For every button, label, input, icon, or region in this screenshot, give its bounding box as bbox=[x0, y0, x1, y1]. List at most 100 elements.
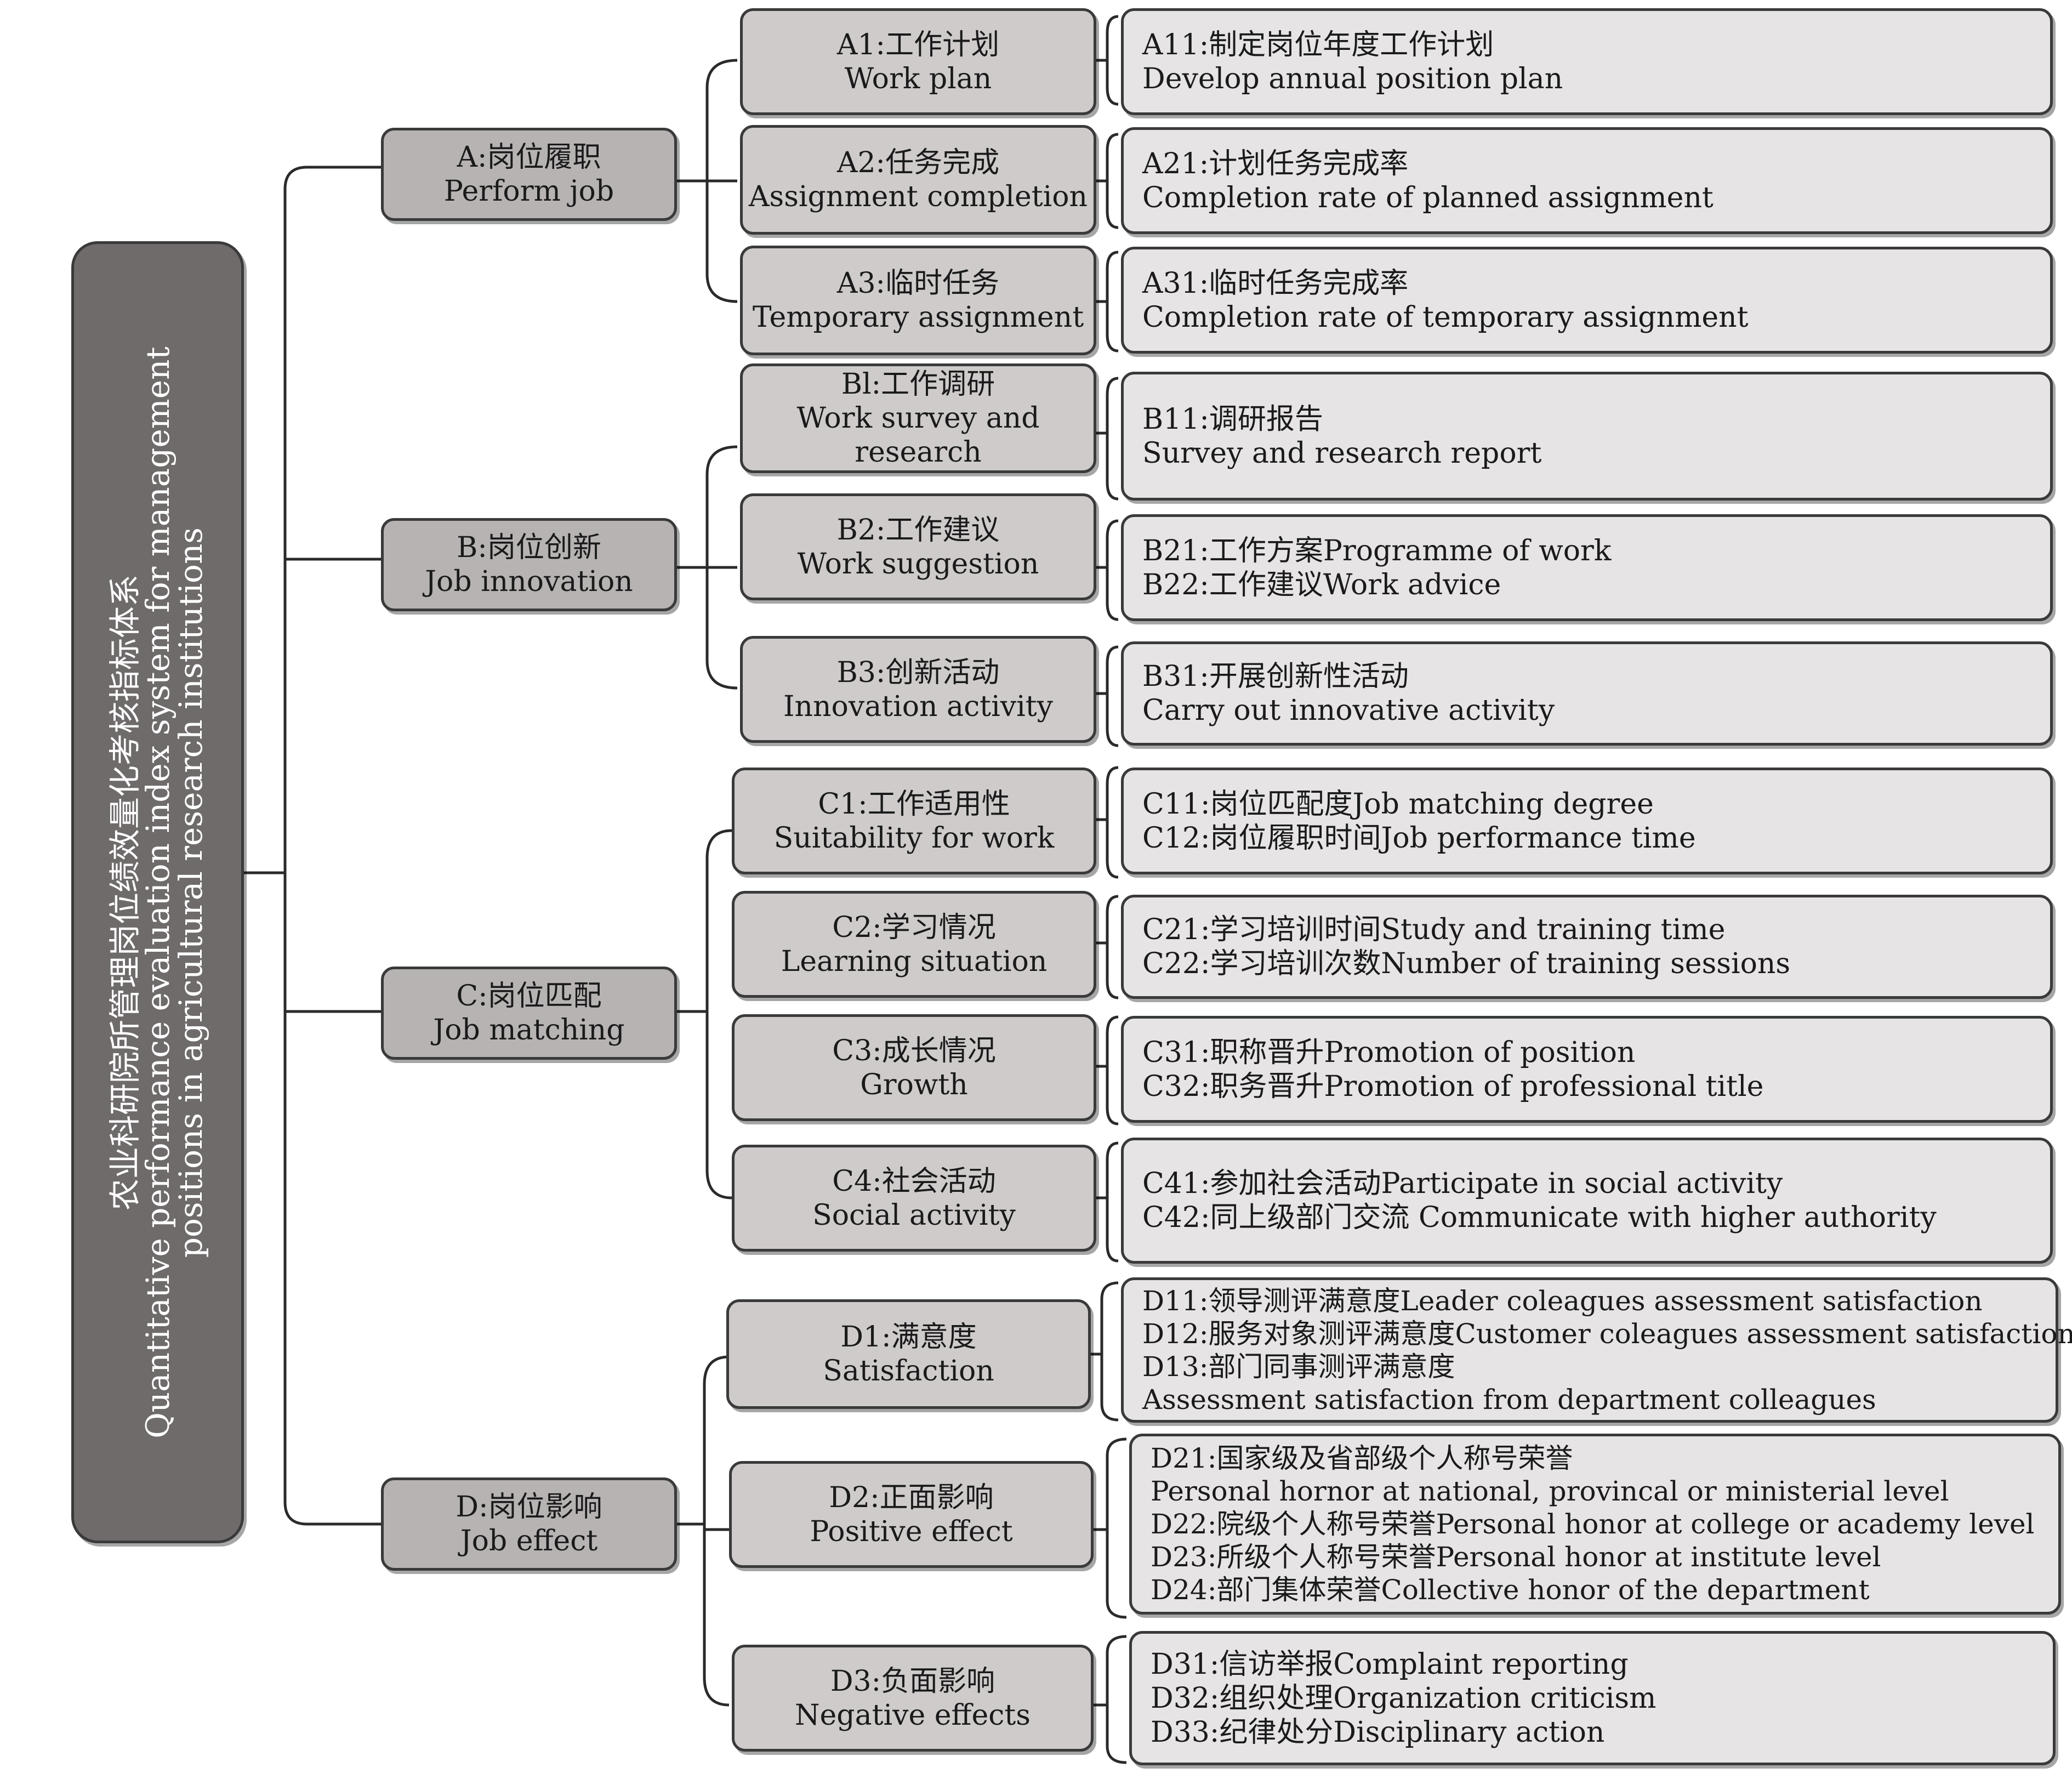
node-a: A:岗位履职 Perform job bbox=[381, 128, 677, 221]
leaf-c41-line: C41:参加社会活动Participate in social activity bbox=[1142, 1167, 1783, 1200]
node-d3: D3:负面影响 Negative effects bbox=[732, 1645, 1094, 1752]
node-d3-en: Negative effects bbox=[795, 1698, 1031, 1732]
node-c3-en: Growth bbox=[860, 1068, 968, 1101]
leaf-b21-b22: B21:工作方案Programme of work B22:工作建议Work a… bbox=[1121, 514, 2053, 621]
leaf-c31-line: C31:职称晋升Promotion of position bbox=[1142, 1036, 1636, 1069]
leaf-c41-c42: C41:参加社会活动Participate in social activity… bbox=[1121, 1138, 2053, 1264]
leaf-d11-d13: D11:领导测评满意度Leader coleagues assessment s… bbox=[1121, 1277, 2072, 1423]
node-c4: C4:社会活动 Social activity bbox=[732, 1145, 1096, 1252]
leaf-c11-c12: C11:岗位匹配度Job matching degree C12:岗位履职时间J… bbox=[1121, 768, 2053, 874]
node-b3-en: Innovation activity bbox=[783, 690, 1053, 723]
leaf-d22-line: D22:院级个人称号荣誉Personal honor at college or… bbox=[1151, 1508, 2035, 1540]
node-b-en: Job innovation bbox=[425, 565, 633, 598]
node-a1-cn: A1:工作计划 bbox=[836, 28, 1000, 61]
leaf-c11-line: C11:岗位匹配度Job matching degree bbox=[1142, 787, 1654, 821]
node-c4-cn: C4:社会活动 bbox=[832, 1164, 996, 1198]
node-d1: D1:满意度 Satisfaction bbox=[726, 1299, 1091, 1409]
leaf-a11-line1: A11:制定岗位年度工作计划 bbox=[1142, 28, 1494, 61]
node-b3: B3:创新活动 Innovation activity bbox=[740, 636, 1096, 743]
leaf-a21-line2: Completion rate of planned assignment bbox=[1142, 181, 1714, 214]
leaf-b11-line2: Survey and research report bbox=[1142, 436, 1542, 470]
node-c-en: Job matching bbox=[433, 1014, 625, 1047]
node-a2: A2:任务完成 Assignment completion bbox=[740, 125, 1096, 235]
node-d2-en: Positive effect bbox=[810, 1515, 1013, 1548]
leaf-b11-line1: B11:调研报告 bbox=[1142, 402, 1323, 436]
leaf-c21-c22: C21:学习培训时间Study and training time C22:学习… bbox=[1121, 895, 2053, 999]
leaf-d24-line: D24:部门集体荣誉Collective honor of the depart… bbox=[1151, 1574, 1870, 1606]
node-c2: C2:学习情况 Learning situation bbox=[732, 891, 1096, 998]
node-b2: B2:工作建议 Work suggestion bbox=[740, 493, 1096, 600]
leaf-c42-line: C42:同上级部门交流 Communicate with higher auth… bbox=[1142, 1201, 1937, 1234]
leaf-c32-line: C32:职务晋升Promotion of professional title bbox=[1142, 1070, 1764, 1103]
node-c: C:岗位匹配 Job matching bbox=[381, 967, 677, 1060]
leaf-a11-line2: Develop annual position plan bbox=[1142, 62, 1563, 95]
node-c4-en: Social activity bbox=[812, 1198, 1016, 1232]
root-title-en-line2: positions in agricultural research insti… bbox=[172, 527, 209, 1258]
node-b1: Bl:工作调研 Work survey and research bbox=[740, 363, 1096, 473]
leaf-d21-line: D21:国家级及省部级个人称号荣誉 bbox=[1151, 1442, 1573, 1474]
leaf-d23-line: D23:所级个人称号荣誉Personal honor at institute … bbox=[1151, 1541, 1881, 1573]
leaf-d31-d33: D31:信访举报Complaint reporting D32:组织处理Orga… bbox=[1129, 1631, 2056, 1765]
node-d1-en: Satisfaction bbox=[823, 1355, 994, 1388]
node-b2-en: Work suggestion bbox=[797, 547, 1039, 581]
node-a1-en: Work plan bbox=[844, 62, 992, 95]
node-d1-cn: D1:满意度 bbox=[840, 1321, 977, 1354]
node-d3-cn: D3:负面影响 bbox=[830, 1664, 995, 1698]
leaf-a31-line1: A31:临时任务完成率 bbox=[1142, 266, 1409, 300]
node-b2-cn: B2:工作建议 bbox=[836, 513, 1000, 547]
node-a-en: Perform job bbox=[443, 175, 614, 208]
leaf-d21-d24: D21:国家级及省部级个人称号荣誉 Personal hornor at nat… bbox=[1129, 1434, 2061, 1615]
leaf-a31: A31:临时任务完成率 Completion rate of temporary… bbox=[1121, 247, 2053, 354]
leaf-d33-line: D33:纪律处分Disciplinary action bbox=[1151, 1715, 1605, 1749]
leaf-a21: A21:计划任务完成率 Completion rate of planned a… bbox=[1121, 127, 2053, 234]
leaf-a31-line2: Completion rate of temporary assignment bbox=[1142, 300, 1749, 334]
leaf-d11-line: D11:领导测评满意度Leader coleagues assessment s… bbox=[1142, 1284, 1983, 1317]
node-c3-cn: C3:成长情况 bbox=[832, 1034, 996, 1067]
node-d2: D2:正面影响 Positive effect bbox=[729, 1461, 1094, 1568]
node-a3-cn: A3:临时任务 bbox=[836, 267, 1000, 300]
node-c2-cn: C2:学习情况 bbox=[832, 911, 996, 944]
root-title-cn: 农业科研院所管理岗位绩效量化考核指标体系 bbox=[106, 574, 144, 1210]
leaf-d12-line: D12:服务对象测评满意度Customer coleagues assessme… bbox=[1142, 1317, 2072, 1350]
leaf-b11: B11:调研报告 Survey and research report bbox=[1121, 372, 2053, 501]
node-c-cn: C:岗位匹配 bbox=[456, 980, 602, 1013]
leaf-c22-line: C22:学习培训次数Number of training sessions bbox=[1142, 947, 1791, 980]
leaf-a21-line1: A21:计划任务完成率 bbox=[1142, 147, 1409, 180]
node-c1-cn: C1:工作适用性 bbox=[818, 787, 1010, 821]
leaf-b31: B31:开展创新性活动 Carry out innovative activit… bbox=[1121, 641, 2053, 746]
leaf-d31-line: D31:信访举报Complaint reporting bbox=[1151, 1647, 1629, 1681]
leaf-d32-line: D32:组织处理Organization criticism bbox=[1151, 1681, 1657, 1715]
leaf-d13-line: D13:部门同事测评满意度 bbox=[1142, 1350, 1455, 1383]
node-c1: C1:工作适用性 Suitability for work bbox=[732, 768, 1096, 874]
node-a-cn: A:岗位履职 bbox=[457, 141, 601, 174]
node-d-cn: D:岗位影响 bbox=[456, 1491, 602, 1524]
leaf-a11: A11:制定岗位年度工作计划 Develop annual position p… bbox=[1121, 8, 2053, 115]
leaf-d21-en-line: Personal hornor at national, provincal o… bbox=[1151, 1475, 1949, 1507]
node-a3-en: Temporary assignment bbox=[752, 301, 1084, 334]
node-d-en: Job effect bbox=[460, 1525, 598, 1558]
leaf-b21-line: B21:工作方案Programme of work bbox=[1142, 534, 1612, 567]
node-d: D:岗位影响 Job effect bbox=[381, 1477, 677, 1571]
node-c1-en: Suitability for work bbox=[773, 821, 1055, 855]
leaf-b31-line2: Carry out innovative activity bbox=[1142, 694, 1555, 727]
node-b-cn: B:岗位创新 bbox=[457, 531, 601, 564]
root-label: 农业科研院所管理岗位绩效量化考核指标体系 Quantitative perfor… bbox=[106, 262, 209, 1523]
node-b1-en: Work survey and research bbox=[796, 402, 1040, 469]
node-a3: A3:临时任务 Temporary assignment bbox=[740, 246, 1096, 355]
node-a2-cn: A2:任务完成 bbox=[836, 146, 1000, 179]
root-node: 农业科研院所管理岗位绩效量化考核指标体系 Quantitative perfor… bbox=[71, 241, 244, 1543]
root-title-en-line1: Quantitative performance evaluation inde… bbox=[139, 346, 177, 1439]
leaf-d13-en-line: Assessment satisfaction from department … bbox=[1142, 1383, 1876, 1416]
node-b1-cn: Bl:工作调研 bbox=[841, 368, 995, 401]
leaf-b31-line1: B31:开展创新性活动 bbox=[1142, 660, 1409, 693]
node-a1: A1:工作计划 Work plan bbox=[740, 8, 1096, 115]
node-c2-en: Learning situation bbox=[781, 945, 1048, 978]
node-d2-cn: D2:正面影响 bbox=[829, 1481, 994, 1514]
node-c3: C3:成长情况 Growth bbox=[732, 1014, 1096, 1121]
leaf-c21-line: C21:学习培训时间Study and training time bbox=[1142, 913, 1726, 946]
leaf-c12-line: C12:岗位履职时间Job performance time bbox=[1142, 821, 1696, 855]
leaf-b22-line: B22:工作建议Work advice bbox=[1142, 568, 1501, 601]
node-b3-cn: B3:创新活动 bbox=[836, 656, 1000, 689]
leaf-c31-c32: C31:职称晋升Promotion of position C32:职务晋升Pr… bbox=[1121, 1016, 2053, 1123]
node-b: B:岗位创新 Job innovation bbox=[381, 518, 677, 611]
